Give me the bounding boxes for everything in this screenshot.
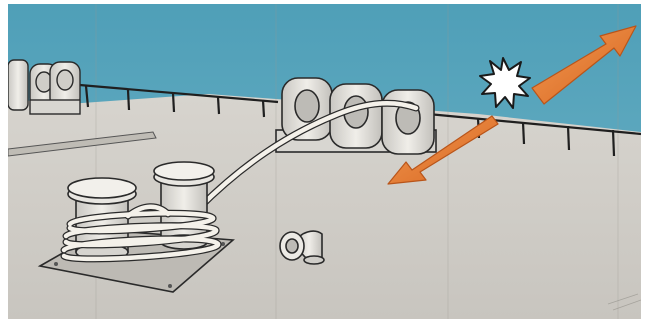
deck-illustration — [8, 4, 641, 319]
fairlead-chock-row — [276, 78, 436, 154]
scene-frame — [8, 4, 641, 319]
fairlead-chock-left — [8, 60, 80, 114]
fairlead-chock — [382, 90, 434, 154]
